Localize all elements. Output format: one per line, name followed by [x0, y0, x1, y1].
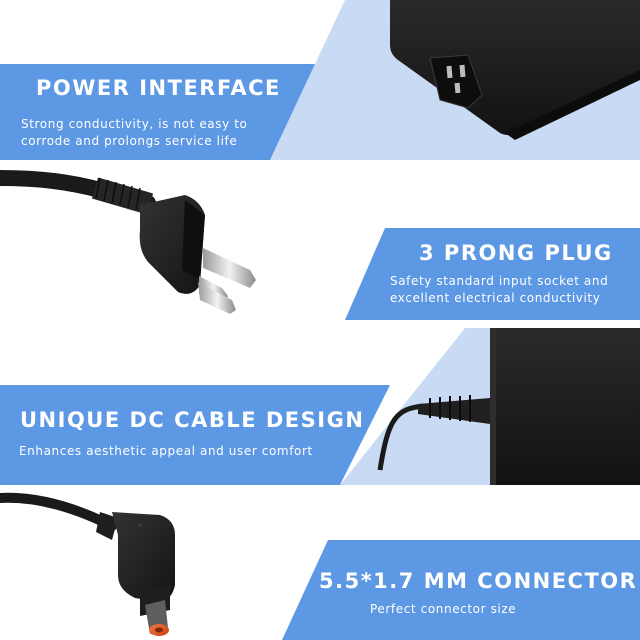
- three-prong-plug-image: [0, 170, 256, 314]
- connector-description: Perfect connector size: [370, 601, 516, 618]
- three-prong-plug-line-1: Safety standard input socket and: [390, 274, 609, 288]
- dc-cable-heading: UNIQUE DC CABLE DESIGN: [20, 408, 365, 432]
- three-prong-plug-line-2: excellent electrical conductivity: [390, 291, 601, 305]
- three-prong-plug-heading: 3 PRONG PLUG: [419, 241, 613, 265]
- power-interface-line-2: corrode and prolongs service life: [21, 134, 238, 148]
- power-interface-heading: POWER INTERFACE: [36, 76, 281, 100]
- blue-band-2: [345, 228, 640, 320]
- dc-cable-line-1: Enhances aesthetic appeal and user comfo…: [19, 444, 313, 458]
- blue-band-3: [0, 385, 390, 485]
- connector-heading: 5.5*1.7 MM CONNECTOR: [319, 569, 638, 593]
- dc-cable-description: Enhances aesthetic appeal and user comfo…: [19, 443, 313, 460]
- blue-band-4: [282, 540, 640, 640]
- connector-line-1: Perfect connector size: [370, 602, 517, 616]
- three-prong-plug-description: Safety standard input socket and excelle…: [390, 273, 608, 307]
- white-panel-3: [0, 328, 465, 385]
- power-brick-image: [390, 0, 640, 140]
- blue-band-1: [0, 64, 315, 160]
- dc-cable-image: [377, 328, 640, 485]
- connector-image: [0, 492, 175, 636]
- white-panel-2: [0, 168, 415, 320]
- power-interface-line-1: Strong conductivity, is not easy to: [21, 117, 248, 131]
- power-interface-description: Strong conductivity, is not easy to corr…: [21, 116, 247, 150]
